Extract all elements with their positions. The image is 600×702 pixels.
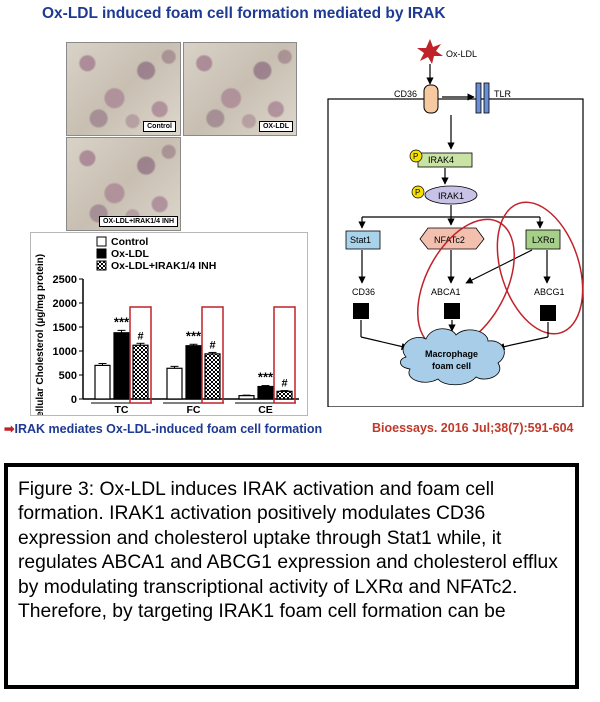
lxra-abcg1-highlight <box>496 201 584 335</box>
micrograph-oxldl: OX-LDL <box>183 42 297 136</box>
y-tick-label: 0 <box>71 394 77 406</box>
y-tick-label: 1000 <box>53 346 77 358</box>
lxra-box <box>525 229 561 250</box>
stat1-box <box>345 230 381 250</box>
bar <box>276 390 293 400</box>
micrograph-label: Control <box>143 121 176 132</box>
micrograph-label: OX-LDL+IRAK1/4 INH <box>99 216 178 227</box>
significance-marker: *** <box>258 370 274 385</box>
lxra-label: LXRα <box>532 235 555 245</box>
bar <box>204 353 221 400</box>
y-tick-label: 2500 <box>53 274 77 286</box>
caption-frame <box>4 463 579 689</box>
micrograph-control: Control <box>66 42 181 136</box>
abcg1-gene-block <box>540 305 556 321</box>
oxldl-label: Ox-LDL <box>446 49 477 59</box>
bar <box>185 345 202 400</box>
legend-label: Ox-LDL+IRAK1/4 INH <box>111 260 216 272</box>
arrow-icon: ➡ <box>4 422 15 436</box>
legend-swatch <box>96 260 107 271</box>
significance-marker: *** <box>186 328 202 343</box>
oxldl-star-icon <box>417 39 443 64</box>
bar <box>94 364 111 400</box>
footer-note-text: IRAK mediates Ox-LDL-induced foam cell f… <box>14 422 323 436</box>
significance-marker: # <box>209 339 215 351</box>
cd36-gene-block <box>353 303 369 319</box>
cholesterol-chart: 0 500 1000 1500 2000 2500 Cellular Cholesterol… <box>30 232 308 424</box>
irak1-label: IRAK1 <box>438 191 464 201</box>
phospho-badge <box>411 185 425 199</box>
tlr-receptor <box>483 82 490 114</box>
foam-cell-label-line1: Macrophage <box>425 349 478 359</box>
phospho-badge <box>409 149 423 163</box>
nfatc2-node <box>419 227 485 250</box>
inhibitor-highlight <box>129 306 152 404</box>
category-label: CE <box>258 404 273 415</box>
legend-label: Ox-LDL <box>111 248 150 260</box>
cd36-receptor-label: CD36 <box>394 89 417 99</box>
abca1-label: ABCA1 <box>431 287 461 297</box>
legend-swatch <box>96 236 107 247</box>
citation: Bioessays. 2016 Jul;38(7):591-604 <box>372 421 574 435</box>
bar <box>113 332 130 400</box>
stat1-label: Stat1 <box>350 235 371 245</box>
legend-label: Control <box>111 236 148 248</box>
y-tick-label: 2000 <box>53 298 77 310</box>
irak4-label: IRAK4 <box>428 155 454 165</box>
significance-marker: *** <box>114 314 130 329</box>
figure-title: Ox-LDL induced foam cell formation media… <box>42 5 446 22</box>
y-tick-label: 1500 <box>53 322 77 334</box>
abcg1-label: ABCG1 <box>534 287 565 297</box>
signaling-diagram: Ox-LDL CD36 TLR IRAK4 P IRAK1 P Stat1 NF… <box>326 37 586 408</box>
category-label: TC <box>115 404 129 415</box>
phospho-label: P <box>413 152 418 161</box>
cd36-gene-label: CD36 <box>352 287 375 297</box>
micrograph-label: OX-LDL <box>258 121 293 132</box>
significance-marker: # <box>281 378 287 390</box>
bar <box>132 344 149 400</box>
legend-swatch <box>96 248 107 259</box>
y-tick-label: 500 <box>59 370 77 382</box>
cholesterol-chart-svg: 0 500 1000 1500 2000 2500 Cellular Cholesterol… <box>35 236 299 424</box>
significance-marker: # <box>137 330 143 342</box>
irak1-node <box>424 185 478 205</box>
abca1-gene-block <box>444 303 460 319</box>
foam-cell-label-line2: foam cell <box>432 361 471 371</box>
foam-cell-cloud <box>400 328 505 386</box>
figure-caption: Figure 3: Ox-LDL induces IRAK activation… <box>18 479 558 623</box>
micrograph-oxldl-inhibitor: OX-LDL+IRAK1/4 INH <box>66 137 181 231</box>
cd36-receptor <box>423 84 439 114</box>
y-axis-label: Cellular Cholesterol (µg/mg protein) <box>35 254 46 415</box>
bar <box>166 367 183 400</box>
phospho-label: P <box>415 188 420 197</box>
tlr-label: TLR <box>494 89 512 99</box>
bar <box>238 395 255 400</box>
bar <box>257 385 274 400</box>
signaling-diagram-svg: Ox-LDL CD36 TLR IRAK4 P IRAK1 P Stat1 NF… <box>327 39 584 408</box>
inhibitor-highlight <box>273 306 296 404</box>
tlr-receptor <box>475 82 482 114</box>
inhibitor-highlight <box>201 306 224 404</box>
category-label: FC <box>187 404 201 415</box>
footer-note: ➡IRAK mediates Ox-LDL-induced foam cell … <box>4 421 322 436</box>
